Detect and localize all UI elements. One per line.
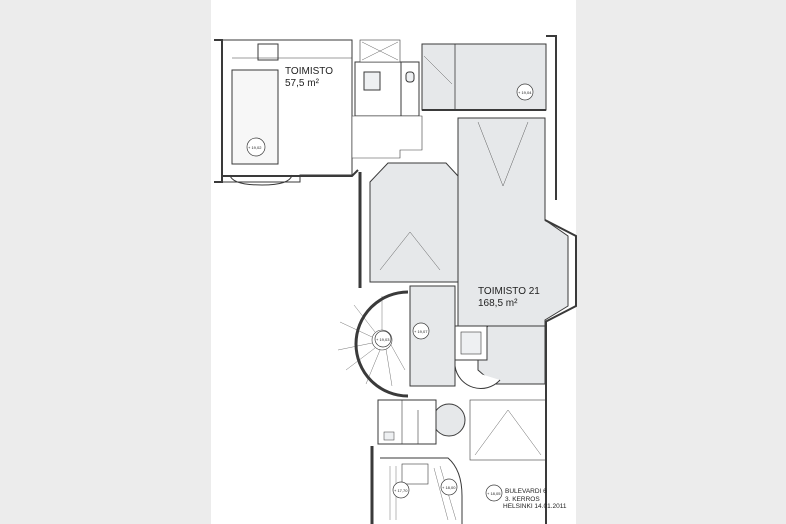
wc-basin [383, 431, 395, 441]
round-stair-treads [337, 296, 406, 387]
title-block: BULEVARDI 6 3. KERROS HELSINKI 14.01.201… [503, 488, 567, 511]
level-marker-label: + 19,03 [376, 337, 390, 342]
wc-seat [405, 71, 415, 83]
lower-right-diag-b [507, 409, 542, 456]
room-lower-right [477, 325, 546, 385]
room-upper-right [421, 43, 547, 111]
service-room-fixture [363, 71, 381, 91]
lower-right-room [469, 399, 547, 461]
entry-hall [432, 403, 466, 437]
entry-hall-arc [454, 365, 501, 389]
level-marker-2 [516, 83, 534, 101]
bottom-stair-shell [380, 457, 463, 524]
level-marker-6 [440, 478, 458, 496]
large-office-diag-b [502, 121, 529, 187]
octagon-diag-a [379, 231, 411, 271]
large-office-bay [544, 219, 577, 323]
room-area: 57,5 m² [285, 78, 319, 89]
bottom-wall [222, 169, 359, 177]
bottom-stair-treads [389, 465, 457, 521]
large-office-diag-a [477, 121, 504, 187]
bottom-stair-well [401, 463, 429, 485]
level-marker-label: + 19,07 [414, 329, 428, 334]
upper-right-diagonal [423, 55, 453, 85]
corridor [351, 115, 423, 159]
level-marker-label: + 18,05 [487, 491, 501, 496]
cabinet [257, 43, 279, 61]
lower-right-diag-a [474, 409, 509, 456]
level-marker-4 [412, 322, 430, 340]
level-marker-label: + 19,04 [518, 90, 532, 95]
room-area: 168,5 m² [478, 298, 518, 309]
outer-wall-right-top [546, 35, 557, 200]
title-place-date: HELSINKI 14.01.2011 [503, 503, 567, 511]
level-marker-7 [485, 484, 503, 502]
lift-inner [460, 331, 482, 355]
octagon-diag-b [409, 231, 441, 271]
level-marker-label: + 17,70 [394, 488, 408, 493]
level-marker-1 [246, 137, 266, 157]
stair-cross-b [361, 41, 399, 61]
octagon-room [369, 162, 459, 283]
room-label-toimisto-21: TOIMISTO 21 168,5 m² [478, 286, 540, 310]
room-label-toimisto: TOIMISTO 57,5 m² [285, 66, 333, 90]
room-name: TOIMISTO [285, 66, 333, 77]
level-marker-5 [392, 481, 410, 499]
level-marker-label: + 19,02 [248, 145, 262, 150]
level-marker-3 [374, 330, 392, 348]
title-address: BULEVARDI 6 [505, 488, 547, 495]
service-room-2 [400, 61, 420, 117]
bottom-bay [229, 174, 293, 186]
room-name: TOIMISTO 21 [478, 286, 540, 297]
title-floor: 3. KERROS [505, 495, 540, 503]
level-marker-label: + 18,00 [442, 485, 456, 490]
outer-wall-left [214, 39, 223, 183]
